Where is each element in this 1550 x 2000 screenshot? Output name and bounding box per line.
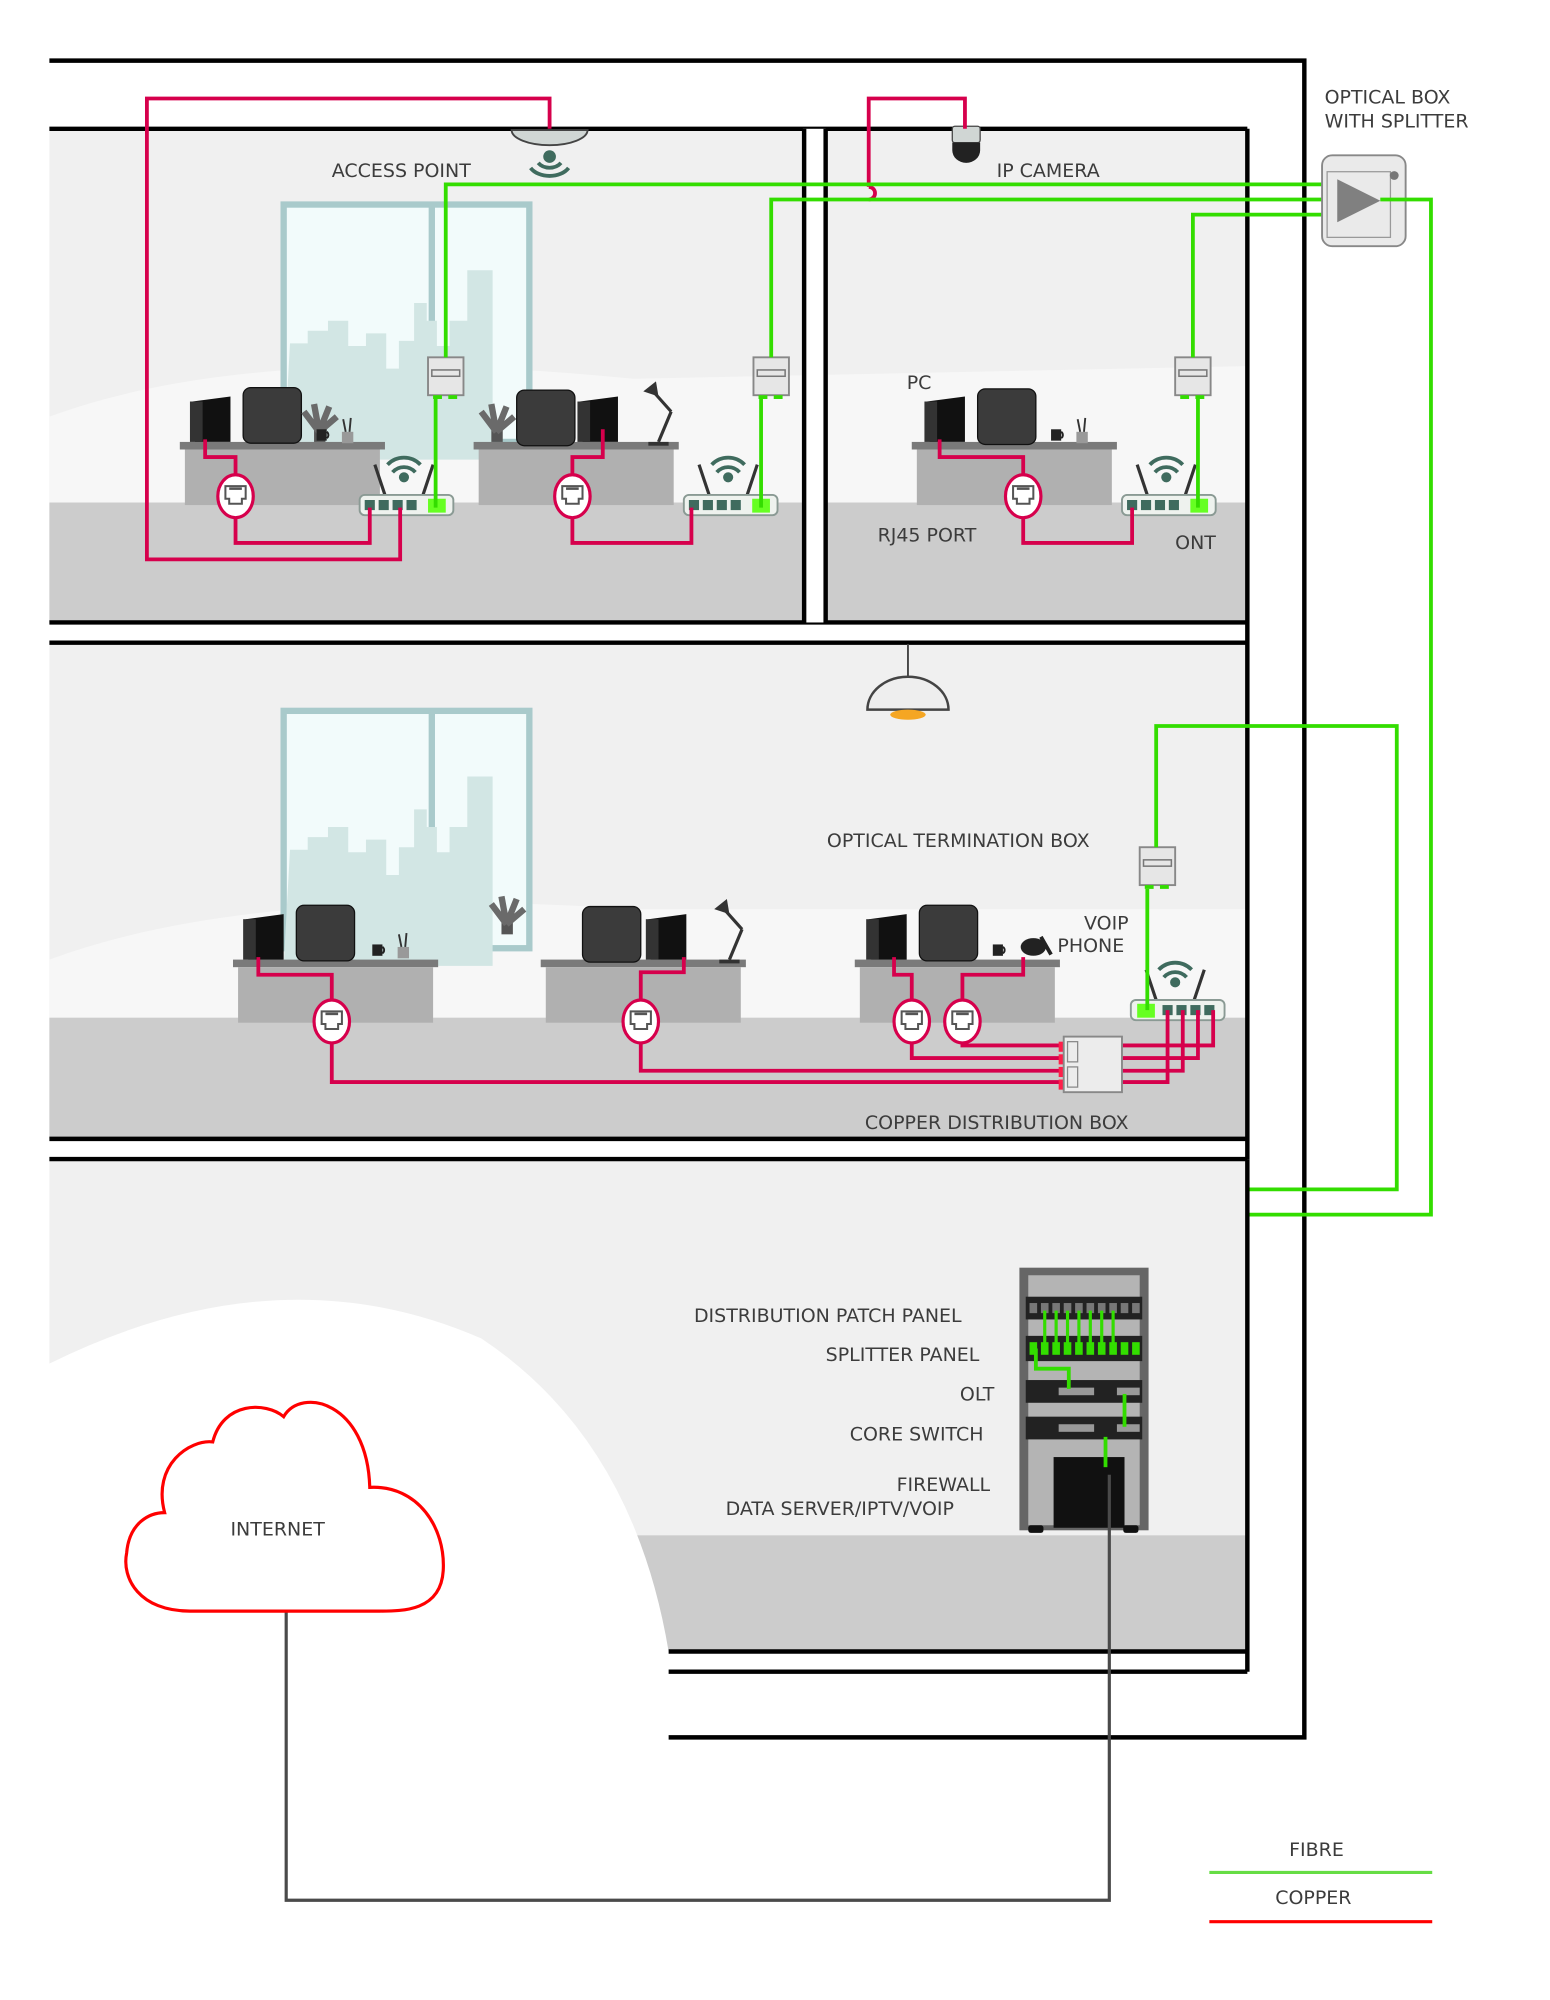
label-distribution-patch-panel: DISTRIBUTION PATCH PANEL <box>694 1305 962 1327</box>
splitter-panel-port <box>1040 1342 1049 1355</box>
label-pc: PC <box>907 372 932 394</box>
splitter-panel-port <box>1052 1342 1060 1355</box>
patch-panel-port <box>1132 1303 1140 1314</box>
patch-panel-port <box>1040 1303 1049 1314</box>
label-rj45-port: RJ45 PORT <box>878 525 977 547</box>
patch-panel-port <box>1097 1303 1106 1314</box>
splitter-panel-port <box>1086 1342 1095 1355</box>
label-voip-line2: PHONE <box>1057 935 1124 957</box>
access-point-icon <box>510 129 589 178</box>
label-data-server: DATA SERVER/IPTV/VOIP <box>726 1498 954 1520</box>
label-olt: OLT <box>960 1383 995 1405</box>
cloud-icon <box>124 1400 445 1613</box>
rj45-port-icon <box>621 998 661 1045</box>
label-voip-line1: VOIP <box>1084 912 1129 934</box>
label-optical-termination-box: OPTICAL TERMINATION BOX <box>827 830 1090 852</box>
voip-phone-icon <box>1020 935 1053 956</box>
patch-panel-port <box>1029 1303 1038 1314</box>
splitter-panel-port <box>1120 1342 1129 1355</box>
optical-termination-box <box>1138 846 1177 890</box>
top-floor <box>49 126 1250 625</box>
building-outline <box>49 58 1307 1740</box>
legend: FIBRE COPPER <box>1209 1839 1433 1924</box>
patch-panel-port <box>1063 1303 1072 1314</box>
legend-label-fibre: FIBRE <box>1289 1839 1344 1861</box>
optical-termination-box <box>752 356 790 400</box>
label-optical-box-line1: OPTICAL BOX <box>1325 87 1451 109</box>
optical-termination-box <box>1174 356 1212 400</box>
copper-distribution-box-icon <box>1058 1035 1123 1094</box>
splitter-panel-port <box>1029 1342 1038 1355</box>
patch-panel-port <box>1086 1303 1095 1314</box>
optical-box-splitter-icon <box>1321 154 1407 248</box>
optical-termination-box <box>427 356 465 400</box>
label-ip-camera: IP CAMERA <box>997 160 1100 182</box>
patch-panel-port <box>1120 1303 1129 1314</box>
label-internet: INTERNET <box>230 1518 325 1540</box>
label-firewall: FIREWALL <box>897 1474 991 1496</box>
server-rack-icon <box>1019 1267 1149 1533</box>
splitter-panel-port <box>1075 1342 1083 1355</box>
rj45-port-icon <box>216 473 255 520</box>
rj45-port-icon <box>553 473 592 520</box>
patch-panel-port <box>1075 1303 1083 1314</box>
rj45-port-icon <box>943 998 982 1045</box>
ip-camera-icon <box>951 125 981 163</box>
label-splitter-panel: SPLITTER PANEL <box>826 1344 980 1366</box>
splitter-panel-port <box>1097 1342 1106 1355</box>
patch-panel-port <box>1052 1303 1060 1314</box>
rj45-port-icon <box>312 998 352 1045</box>
splitter-panel-port <box>1109 1342 1117 1355</box>
label-ont: ONT <box>1175 532 1216 554</box>
label-access-point: ACCESS POINT <box>332 160 471 182</box>
splitter-panel-port <box>1132 1342 1140 1355</box>
label-optical-box-line2: WITH SPLITTER <box>1325 111 1469 133</box>
patch-panel-port <box>1109 1303 1117 1314</box>
rj45-port-icon <box>892 998 932 1045</box>
label-copper-distribution-box: COPPER DISTRIBUTION BOX <box>865 1112 1129 1134</box>
label-core-switch: CORE SWITCH <box>850 1424 984 1446</box>
pc-monitor-labeled <box>924 396 965 442</box>
legend-label-copper: COPPER <box>1275 1887 1351 1909</box>
pc-monitor <box>189 396 231 442</box>
pendant-lamp-icon <box>866 643 950 720</box>
splitter-panel-port <box>1063 1342 1072 1355</box>
rj45-port-icon <box>1003 473 1043 520</box>
internet-uplink-line <box>284 1474 1111 1902</box>
